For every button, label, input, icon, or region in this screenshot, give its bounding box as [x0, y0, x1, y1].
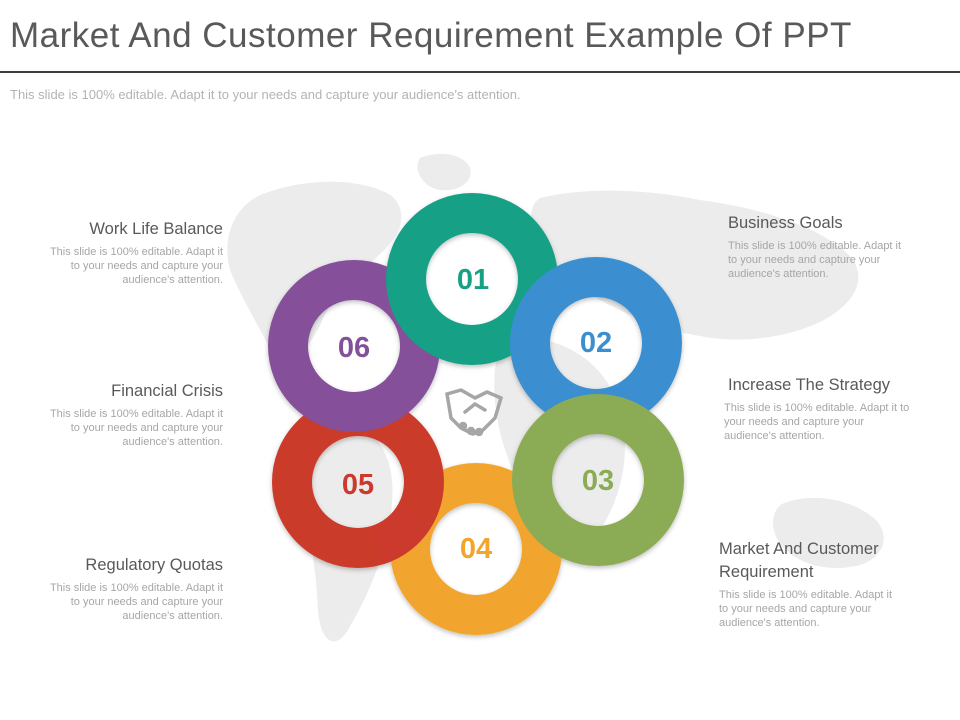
ring-number-01: 01 [457, 264, 489, 296]
item-work-life-balance: Work Life Balance This slide is 100% edi… [38, 218, 223, 287]
ring-number-05: 05 [342, 469, 374, 501]
item-title: Work Life Balance [89, 220, 223, 238]
item-increase-the-strategy: Increase The Strategy This slide is 100%… [724, 374, 919, 443]
ring-01 [386, 193, 558, 365]
ring-number-06: 06 [338, 332, 370, 364]
item-title: Market And Customer Requirement [719, 540, 879, 581]
page-subtitle: This slide is 100% editable. Adapt it to… [10, 87, 521, 102]
ring-05-overlap [371, 505, 431, 565]
page-title: Market And Customer Requirement Example … [10, 16, 852, 55]
ring-number-04: 04 [460, 533, 492, 565]
item-market-and-customer-requirement: Market And Customer Requirement This sli… [719, 538, 904, 630]
item-financial-crisis: Financial Crisis This slide is 100% edit… [38, 380, 223, 449]
item-description: This slide is 100% editable. Adapt it to… [719, 589, 893, 629]
item-description: This slide is 100% editable. Adapt it to… [49, 246, 223, 286]
item-description: This slide is 100% editable. Adapt it to… [49, 408, 223, 448]
item-title: Regulatory Quotas [85, 556, 223, 574]
ring-number-02: 02 [580, 327, 612, 359]
item-description: This slide is 100% editable. Adapt it to… [724, 402, 910, 442]
item-description: This slide is 100% editable. Adapt it to… [49, 582, 223, 622]
ring-03 [512, 394, 684, 566]
item-title: Financial Crisis [111, 382, 223, 400]
handshake-icon [445, 388, 503, 437]
ring-06-overlap [385, 356, 438, 408]
item-regulatory-quotas: Regulatory Quotas This slide is 100% edi… [38, 554, 223, 623]
title-divider [0, 71, 960, 73]
item-title: Increase The Strategy [728, 376, 891, 394]
item-business-goals: Business Goals This slide is 100% editab… [728, 212, 913, 281]
item-title: Business Goals [728, 214, 843, 232]
ring-number-03: 03 [582, 465, 614, 497]
item-description: This slide is 100% editable. Adapt it to… [728, 240, 902, 280]
